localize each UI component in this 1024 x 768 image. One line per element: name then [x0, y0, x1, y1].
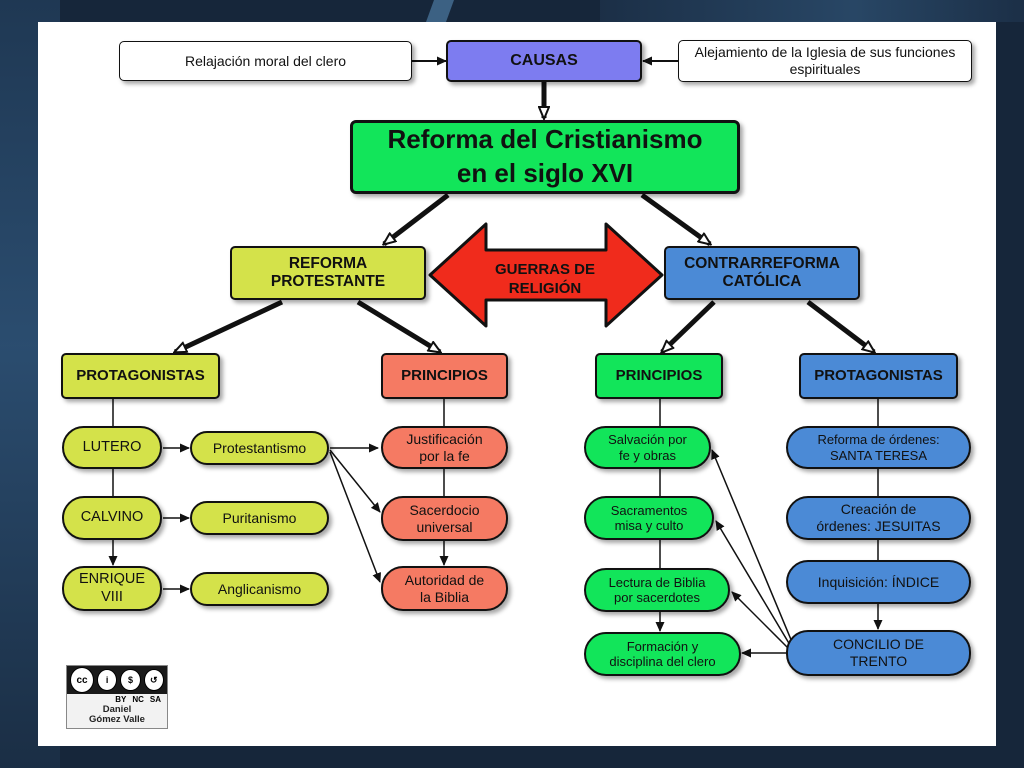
- license-author: Daniel Gómez Valle: [67, 704, 167, 726]
- protestant-reform-node: REFORMA PROTESTANTE: [230, 246, 426, 300]
- protagonist-calvino-text: CALVINO: [80, 509, 144, 526]
- protagonist-inquisicion: Inquisición: ÍNDICE: [786, 560, 971, 604]
- principle-autoridad-line1: Autoridad de: [404, 571, 485, 588]
- principle-formacion: Formación y disciplina del clero: [584, 632, 741, 676]
- protestant-principles-node: PRINCIPIOS: [381, 353, 508, 399]
- principle-autoridad-line2: la Biblia: [419, 588, 470, 605]
- catholic-principles-node: PRINCIPIOS: [595, 353, 723, 399]
- catholic-counterreform-line2: CATÓLICA: [722, 273, 802, 290]
- sharealike-icon: ↺: [143, 669, 164, 691]
- license-tag-nc: NC: [132, 695, 144, 704]
- protestant-protagonists-text: PROTAGONISTAS: [76, 367, 205, 385]
- catholic-protagonists-text: PROTAGONISTAS: [814, 367, 943, 385]
- license-author-line1: Daniel: [102, 704, 132, 715]
- catholic-counterreform-node: CONTRARREFORMA CATÓLICA: [664, 246, 860, 300]
- protestant-reform-line1: REFORMA: [288, 254, 368, 272]
- protagonist-enrique-text: ENRIQUE VIII: [78, 571, 146, 605]
- principle-sacerdocio-line2: universal: [416, 518, 473, 535]
- wars-label-line1: GUERRAS DE: [494, 261, 595, 279]
- cause-moral-relaxation: Relajación moral del clero: [119, 41, 412, 81]
- background-stripe: [600, 0, 1024, 22]
- causes-node: CAUSAS: [446, 40, 642, 82]
- principle-sacramentos-line1: Sacramentos: [610, 502, 688, 518]
- protagonist-trento: CONCILIO DE TRENTO: [786, 630, 971, 676]
- movement-protestantismo-text: Protestantismo: [212, 439, 307, 456]
- protagonist-jesuitas-line2: órdenes: JESUITAS: [816, 518, 941, 534]
- protagonist-lutero: LUTERO: [62, 426, 162, 469]
- protestant-protagonists-node: PROTAGONISTAS: [61, 353, 220, 399]
- movement-protestantismo: Protestantismo: [190, 431, 329, 465]
- diagram-title-line1: Reforma del Cristianismo: [387, 124, 703, 155]
- protagonist-lutero-text: LUTERO: [82, 438, 142, 455]
- cause-church-distancing-text: Alejamiento de la Iglesia de sus funcion…: [694, 44, 956, 77]
- protagonist-jesuitas: Creación de órdenes: JESUITAS: [786, 496, 971, 540]
- movement-anglicanismo: Anglicanismo: [190, 572, 329, 606]
- protagonist-trento-line2: TRENTO: [849, 653, 908, 669]
- principle-lectura-line1: Lectura de Biblia: [608, 574, 706, 590]
- cause-moral-relaxation-text: Relajación moral del clero: [184, 52, 347, 69]
- principle-autoridad: Autoridad de la Biblia: [381, 566, 508, 611]
- license-tags: BY NC SA: [67, 694, 167, 705]
- license-icons: cc i $ ↺: [67, 666, 167, 694]
- catholic-counterreform-line1: CONTRARREFORMA: [684, 254, 840, 272]
- license-tag-by: BY: [115, 695, 127, 704]
- license-tag-sa: SA: [149, 695, 161, 704]
- protagonist-santa-teresa-line1: Reforma de órdenes:: [817, 432, 940, 448]
- diagram-title: Reforma del Cristianismo en el siglo XVI: [350, 120, 740, 194]
- principle-sacerdocio: Sacerdocio universal: [381, 496, 508, 541]
- background-stripe: [425, 0, 455, 22]
- noncommercial-icon: $: [120, 669, 141, 691]
- catholic-principles-text: PRINCIPIOS: [615, 367, 703, 385]
- diagram-title-line2: en el siglo XVI: [456, 158, 634, 188]
- principle-sacerdocio-line1: Sacerdocio: [409, 501, 480, 518]
- principle-sacramentos-line2: misa y culto: [614, 518, 684, 533]
- cc-icon: cc: [70, 667, 94, 693]
- attribution-icon: i: [97, 669, 118, 691]
- movement-puritanismo: Puritanismo: [190, 501, 329, 535]
- principle-justificacion-line2: por la fe: [419, 447, 470, 464]
- protagonist-santa-teresa-line2: SANTA TERESA: [829, 447, 928, 463]
- principle-formacion-line1: Formación y: [626, 638, 699, 654]
- movement-puritanismo-text: Puritanismo: [222, 509, 297, 526]
- protestant-principles-text: PRINCIPIOS: [401, 367, 488, 385]
- catholic-protagonists-node: PROTAGONISTAS: [799, 353, 958, 399]
- protagonist-inquisicion-text: Inquisición: ÍNDICE: [817, 573, 940, 590]
- principle-justificacion: Justificación por la fe: [381, 426, 508, 469]
- principle-salvacion-line2: fe y obras: [618, 447, 677, 463]
- protagonist-jesuitas-line1: Creación de: [840, 501, 917, 518]
- movement-anglicanismo-text: Anglicanismo: [217, 580, 302, 597]
- protestant-reform-line2: PROTESTANTE: [270, 273, 386, 290]
- principle-salvacion: Salvación por fe y obras: [584, 426, 711, 469]
- wars-label-line2: RELIGIÓN: [508, 280, 582, 297]
- principle-justificacion-line1: Justificación: [406, 430, 483, 447]
- protagonist-calvino: CALVINO: [62, 496, 162, 540]
- protagonist-santa-teresa: Reforma de órdenes: SANTA TERESA: [786, 426, 971, 469]
- protagonist-trento-line1: CONCILIO DE: [832, 636, 924, 653]
- causes-node-text: CAUSAS: [510, 51, 578, 69]
- protagonist-enrique: ENRIQUE VIII: [62, 566, 162, 611]
- principle-lectura-line2: por sacerdotes: [614, 590, 700, 605]
- principle-lectura: Lectura de Biblia por sacerdotes: [584, 568, 730, 612]
- license-author-line2: Gómez Valle: [89, 714, 145, 726]
- principle-sacramentos: Sacramentos misa y culto: [584, 496, 714, 540]
- principle-formacion-line2: disciplina del clero: [609, 654, 716, 669]
- wars-label: GUERRAS DE RELIGIÓN: [465, 250, 625, 310]
- principle-salvacion-line1: Salvación por: [608, 432, 687, 448]
- license-badge: cc i $ ↺ BY NC SA Daniel Gómez Valle: [66, 665, 168, 729]
- cause-church-distancing: Alejamiento de la Iglesia de sus funcion…: [678, 40, 972, 82]
